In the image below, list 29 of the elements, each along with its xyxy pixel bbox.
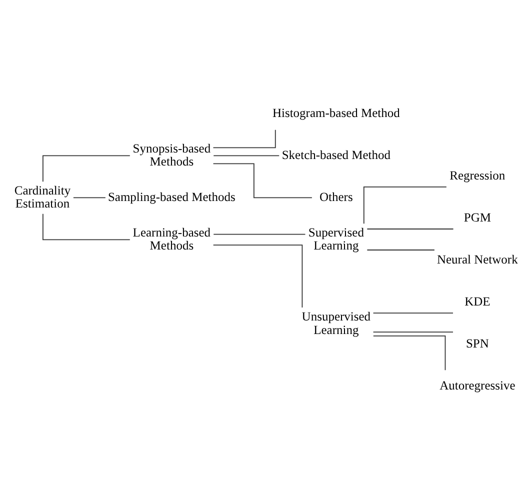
connector xyxy=(42,154,130,182)
connector xyxy=(366,249,435,250)
connector xyxy=(372,312,454,313)
node-text: Learning-based Methods xyxy=(132,224,211,252)
node-text: Regression xyxy=(450,168,506,182)
node-text: Others xyxy=(320,190,353,204)
node-text: Supervised Learning xyxy=(308,224,364,252)
node-text: Sketch-based Method xyxy=(282,147,391,162)
connector xyxy=(213,233,306,234)
connector xyxy=(372,335,446,370)
connector xyxy=(212,244,303,308)
connector xyxy=(363,186,447,224)
node-text: Histogram-based Method xyxy=(272,105,400,120)
connector xyxy=(366,228,454,229)
connector xyxy=(42,212,130,240)
node-text: Cardinality Estimation xyxy=(14,182,71,210)
node-text: Synopsis-based Methods xyxy=(132,140,211,168)
node-text: SPN xyxy=(466,336,489,350)
node-text: Unsupervised Learning xyxy=(302,308,371,336)
node-text: Autoregressive xyxy=(440,378,516,392)
connector xyxy=(372,331,454,332)
connector xyxy=(212,128,276,148)
node-text: Neural Network xyxy=(436,252,518,266)
node-text: Sampling-based Methods xyxy=(108,190,236,204)
connector xyxy=(73,196,106,198)
connector xyxy=(213,154,280,156)
node-text: KDE xyxy=(464,294,490,308)
node-text: PGM xyxy=(464,210,491,224)
connector xyxy=(212,162,312,198)
